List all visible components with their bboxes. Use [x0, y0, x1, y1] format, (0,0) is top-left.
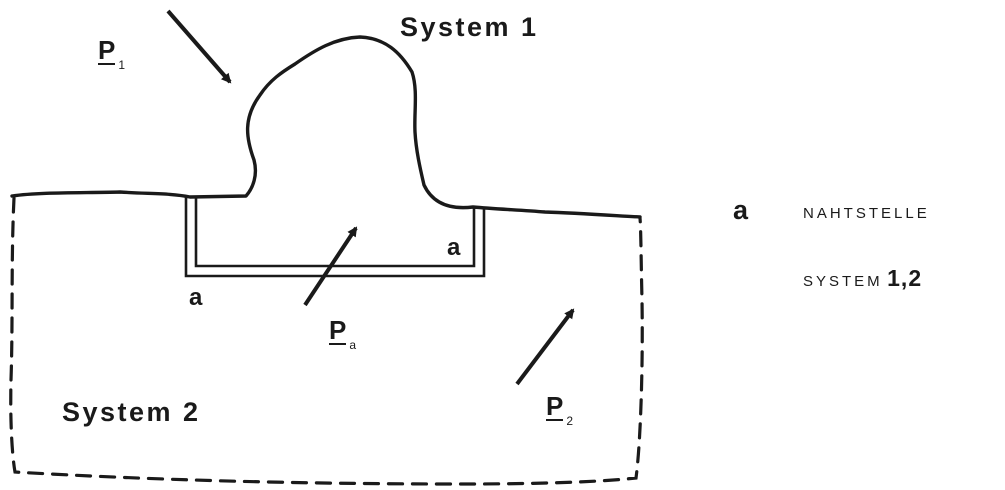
arrow-p2 [515, 308, 575, 386]
legend-line2: SYSTEM 1,2 [803, 265, 922, 292]
system2-boundary [9, 196, 644, 486]
interface-a-right-label: a [447, 234, 461, 261]
interface-channel-outer [184, 196, 486, 278]
legend-line2-text: SYSTEM [803, 273, 883, 290]
system2-label: System 2 [62, 397, 201, 427]
pa-subscript: a [349, 338, 357, 352]
interface-a-left-label: a [189, 284, 203, 311]
system1-outline [10, 35, 642, 219]
p1-symbol: P [98, 35, 116, 65]
system1-label: System 1 [400, 12, 539, 42]
p2-symbol: P [546, 391, 564, 421]
legend-line1: NAHTSTELLE [803, 205, 930, 222]
p2-subscript: 2 [566, 414, 574, 428]
arrow-pa [303, 226, 358, 307]
p1-subscript: 1 [118, 58, 126, 72]
interface-channel-inner [194, 196, 476, 268]
arrow-p1 [166, 9, 232, 84]
pa-symbol: P [329, 315, 347, 345]
legend-key: a [733, 195, 749, 225]
legend-line2-numbers: 1,2 [887, 265, 923, 291]
